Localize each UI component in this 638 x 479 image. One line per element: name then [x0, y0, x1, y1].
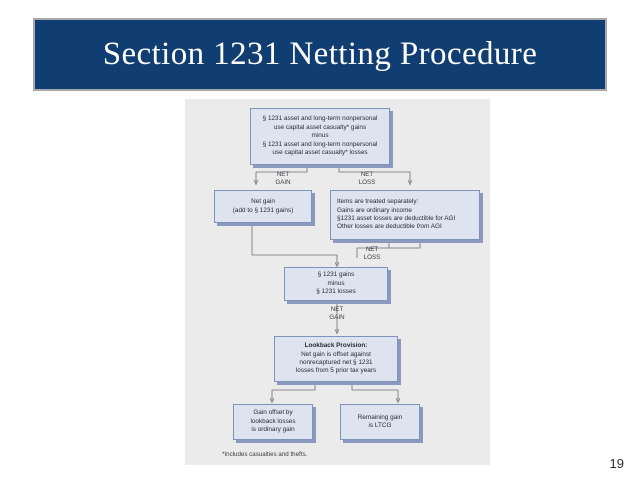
box-ltcg: Remaining gain is LTCG — [340, 404, 420, 440]
box-line: Gain offset by — [253, 409, 293, 417]
box-line: Items are treated separately: — [337, 198, 419, 206]
box-line: use capital asset casualty* losses — [272, 149, 368, 157]
box-line: §1231 asset losses are deductible for AG… — [337, 215, 456, 222]
box-line-italic-mixed: Other losses are deductible from AGI — [337, 223, 442, 231]
box-line: § 1231 asset and long-term nonpersonal — [262, 115, 378, 123]
box-line: losses from 5 prior tax years — [295, 367, 377, 375]
box-line: Gains are ordinary income — [337, 206, 412, 214]
edge-label-line: GAIN — [329, 313, 345, 321]
box-line: lookback losses — [250, 417, 296, 425]
box-lookback-provision: Lookback Provision: Net gain is offset a… — [274, 336, 398, 382]
box-heading: Lookback Provision: — [304, 342, 368, 350]
edge-label-line: LOSS — [358, 178, 376, 186]
box-line-prefix: Other losses are deductible — [337, 223, 417, 231]
page-title: Section 1231 Netting Procedure — [102, 36, 538, 72]
edge-label-net-loss-mid: NET LOSS — [355, 246, 389, 261]
box-line: Remaining gain — [357, 413, 403, 421]
edge-label-net-gain-top: NET GAIN — [266, 171, 300, 186]
box-ordinary-gain: Gain offset by lookback losses is ordina… — [233, 404, 313, 440]
box-line: is ordinary gain — [251, 426, 295, 434]
box-line: use capital asset casualty* gains — [273, 123, 367, 131]
box-line-italic: from — [416, 223, 430, 231]
box-line: (add to § 1231 gains) — [232, 206, 294, 214]
box-net-loss-treatment: Items are treated separately: Gains are … — [330, 190, 480, 240]
edge-label-line: NET — [276, 171, 290, 178]
box-line: Net gain — [251, 198, 275, 206]
box-line: is LTCG — [368, 422, 392, 429]
slide-title-bar: Section 1231 Netting Procedure — [33, 18, 607, 91]
edge-label-line: LOSS — [363, 253, 381, 261]
edge-label-net-loss-top: NET LOSS — [350, 171, 384, 186]
box-line: § 1231 gains — [317, 271, 355, 279]
box-line: minus — [327, 279, 345, 287]
figure-footnote: *Includes casualties and thefts. — [222, 451, 308, 458]
edge-label-line: NET — [330, 306, 344, 313]
box-line: Net gain is offset against — [301, 350, 371, 358]
box-line-suffix: AGI — [429, 223, 442, 231]
box-gains-minus-losses: § 1231 gains minus § 1231 losses — [284, 267, 388, 301]
box-top-netting: § 1231 asset and long-term nonpersonal u… — [250, 108, 390, 165]
edge-label-line: NET — [365, 246, 379, 253]
box-line: minus — [311, 132, 329, 140]
box-line: nonrecaptured net § 1231 — [299, 359, 373, 366]
box-line: § 1231 losses — [316, 288, 356, 296]
edge-label-line: NET — [360, 171, 374, 178]
edge-label-net-gain-mid: NET GAIN — [320, 306, 354, 321]
box-line: § 1231 asset and long-term nonpersonal — [262, 140, 378, 148]
box-net-gain: Net gain (add to § 1231 gains) — [214, 190, 312, 223]
edge-label-line: GAIN — [275, 178, 291, 186]
page-number: 19 — [609, 456, 624, 471]
